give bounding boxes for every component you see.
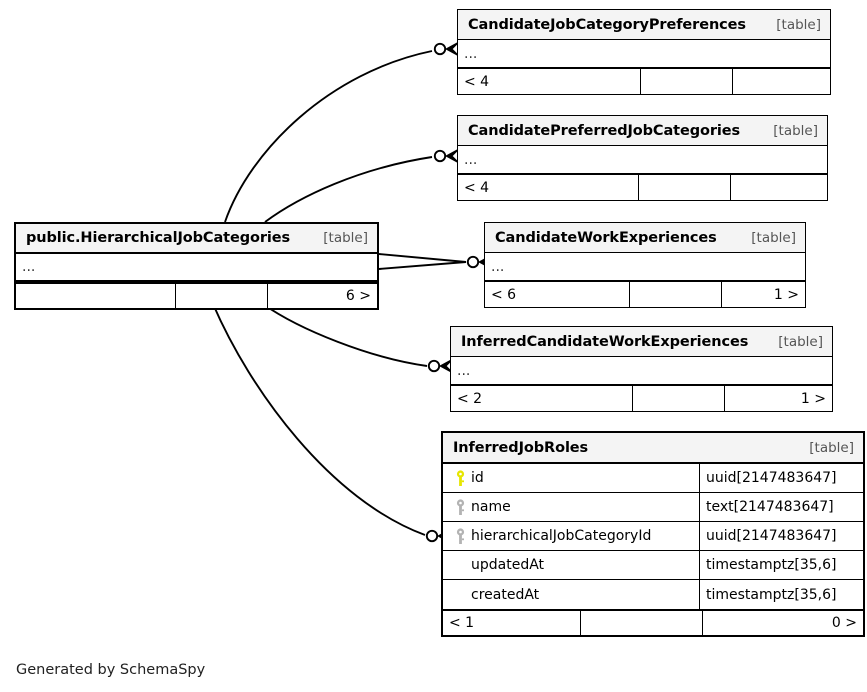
self-relationship-count	[641, 69, 733, 94]
entity-kind-label: [table]	[776, 16, 821, 33]
entity-kind-label: [table]	[809, 439, 854, 456]
column-name-cell: updatedAt	[443, 551, 700, 579]
relationship-line-inferred-candidate-work-experiences	[262, 303, 428, 367]
entity-candidate-work-experiences[interactable]: CandidateWorkExperiences [table] ... < 6…	[484, 222, 806, 308]
zero-marker-candidate-work-experiences	[466, 255, 480, 269]
self-relationship-count	[633, 386, 725, 411]
collapsed-columns-ellipsis: ...	[451, 357, 832, 385]
column-type: timestamptz[35,6]	[706, 586, 837, 603]
zero-marker-candidate-preferred-job-categories	[433, 149, 447, 163]
entity-title: CandidateWorkExperiences	[495, 229, 717, 246]
entity-hierarchical-job-categories[interactable]: public.HierarchicalJobCategories [table]…	[14, 222, 379, 310]
entity-header: CandidatePreferredJobCategories [table]	[458, 116, 827, 146]
column-type: uuid[2147483647]	[706, 528, 837, 544]
incoming-relationship-count	[16, 284, 176, 308]
outgoing-relationship-count: 0 >	[831, 615, 857, 631]
incoming-relationship-count: < 6	[485, 282, 630, 307]
entity-title: InferredJobRoles	[453, 439, 589, 456]
entity-title: CandidateJobCategoryPreferences	[468, 16, 746, 33]
collapsed-columns-ellipsis: ...	[458, 146, 827, 174]
self-relationship-count	[176, 284, 268, 308]
column-list: id uuid[2147483647] name	[443, 464, 863, 609]
column-type: uuid[2147483647]	[706, 470, 837, 486]
collapsed-columns-ellipsis: ...	[458, 40, 830, 68]
entity-candidate-job-category-preferences[interactable]: CandidateJobCategoryPreferences [table] …	[457, 9, 831, 95]
outgoing-relationship-count: 1 >	[800, 390, 826, 407]
outgoing-relationship-count	[731, 175, 827, 200]
entity-title: public.HierarchicalJobCategories	[26, 230, 291, 246]
column-name: name	[471, 499, 511, 515]
zero-marker-inferred-job-roles	[425, 529, 439, 543]
column-name-cell: id	[443, 464, 700, 492]
entity-title: InferredCandidateWorkExperiences	[461, 333, 749, 350]
collapsed-columns-ellipsis: ...	[16, 254, 377, 282]
relationship-line-candidate-work-experiences-b	[378, 261, 467, 270]
column-name: hierarchicalJobCategoryId	[471, 528, 652, 544]
table-row[interactable]: id uuid[2147483647]	[443, 464, 863, 493]
entity-inferred-candidate-work-experiences[interactable]: InferredCandidateWorkExperiences [table]…	[450, 326, 833, 412]
column-name-cell: createdAt	[443, 580, 700, 609]
column-name: createdAt	[471, 586, 540, 603]
zero-marker-inferred-candidate-work-experiences	[427, 359, 441, 373]
entity-counter-row: < 4	[458, 174, 827, 200]
entity-inferred-job-roles[interactable]: InferredJobRoles [table] id uui	[441, 431, 865, 637]
entity-header: CandidateJobCategoryPreferences [table]	[458, 10, 830, 40]
entity-kind-label: [table]	[778, 333, 823, 350]
relationship-line-candidate-work-experiences-a	[378, 253, 467, 263]
outgoing-relationship-count: 1 >	[773, 286, 799, 303]
incoming-relationship-count: < 2	[451, 386, 633, 411]
entity-header: InferredJobRoles [table]	[443, 433, 863, 464]
incoming-relationship-count: < 4	[458, 69, 641, 94]
table-row[interactable]: updatedAt timestamptz[35,6]	[443, 551, 863, 580]
secondary-key-icon	[450, 498, 471, 516]
column-name-cell: hierarchicalJobCategoryId	[443, 522, 700, 550]
entity-counter-row: 6 >	[16, 282, 377, 308]
relationship-line-candidate-preferred-job-categories	[264, 156, 433, 223]
table-row[interactable]: hierarchicalJobCategoryId uuid[214748364…	[443, 522, 863, 551]
entity-header: public.HierarchicalJobCategories [table]	[16, 224, 377, 254]
entity-counter-row: < 4	[458, 68, 830, 94]
outgoing-relationship-count	[733, 69, 830, 94]
self-relationship-count	[630, 282, 722, 307]
relationship-line-candidate-job-category-preferences	[224, 50, 433, 223]
column-name-cell: name	[443, 493, 700, 521]
collapsed-columns-ellipsis: ...	[485, 253, 805, 281]
entity-title: CandidatePreferredJobCategories	[468, 122, 741, 139]
generated-by-credit: Generated by SchemaSpy	[16, 662, 206, 678]
column-type: text[2147483647]	[706, 499, 834, 515]
self-relationship-count	[639, 175, 731, 200]
table-row[interactable]: createdAt timestamptz[35,6]	[443, 580, 863, 609]
outgoing-relationship-count: 6 >	[345, 288, 371, 304]
column-name: updatedAt	[471, 557, 545, 573]
table-row[interactable]: name text[2147483647]	[443, 493, 863, 522]
zero-marker-candidate-job-category-preferences	[433, 42, 447, 56]
entity-counter-row: < 2 1 >	[451, 385, 832, 411]
entity-counter-row: < 6 1 >	[485, 281, 805, 307]
entity-kind-label: [table]	[773, 122, 818, 139]
entity-candidate-preferred-job-categories[interactable]: CandidatePreferredJobCategories [table] …	[457, 115, 828, 201]
relationship-line-inferred-job-roles	[212, 303, 426, 536]
entity-header: InferredCandidateWorkExperiences [table]	[451, 327, 832, 357]
column-name: id	[471, 470, 484, 486]
entity-counter-row: < 1 0 >	[443, 609, 863, 635]
incoming-relationship-count: < 1	[443, 611, 581, 635]
secondary-key-icon	[450, 527, 471, 545]
entity-kind-label: [table]	[751, 229, 796, 246]
entity-kind-label: [table]	[323, 230, 368, 246]
column-type: timestamptz[35,6]	[706, 557, 837, 573]
entity-header: CandidateWorkExperiences [table]	[485, 223, 805, 253]
primary-key-icon	[450, 469, 471, 487]
self-relationship-count	[581, 611, 703, 635]
incoming-relationship-count: < 4	[458, 175, 639, 200]
